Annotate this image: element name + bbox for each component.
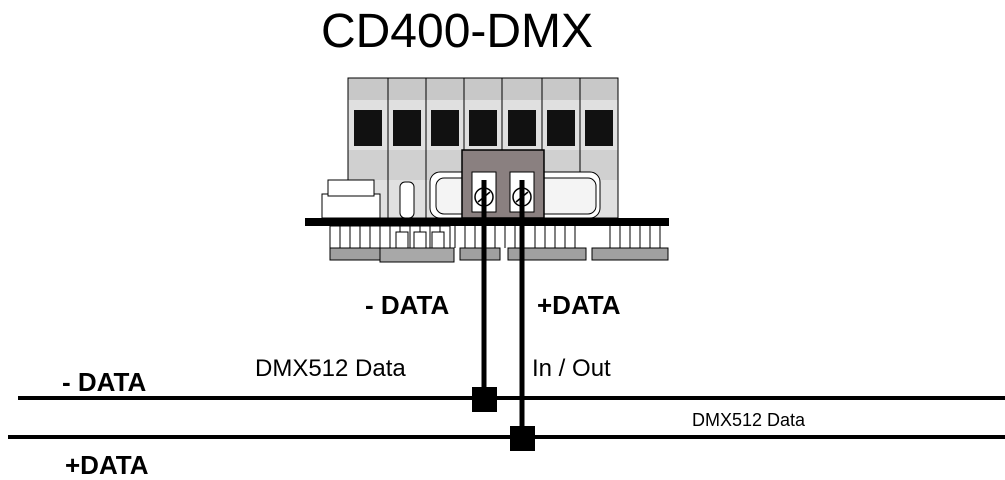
connector-gray	[379, 247, 455, 263]
component-box	[327, 179, 375, 197]
module-window	[393, 110, 421, 146]
module-window	[431, 110, 459, 146]
label-plus-data-line: +DATA	[65, 450, 149, 480]
capacitor	[399, 181, 415, 219]
component-box	[321, 193, 381, 219]
label-plus-data-wire: +DATA	[537, 290, 621, 320]
junction-plus-data	[510, 426, 535, 451]
module-window	[585, 110, 613, 146]
module-window	[354, 110, 382, 146]
module-window	[508, 110, 536, 146]
label-in-out: In / Out	[532, 355, 611, 382]
connector-gray	[507, 247, 587, 261]
connector-gray	[459, 247, 501, 261]
label-dmx512-data-line: DMX512 Data	[692, 410, 806, 430]
module-window	[469, 110, 497, 146]
pcb-board	[305, 218, 669, 226]
connector-gray	[591, 247, 669, 261]
module-window	[547, 110, 575, 146]
label-minus-data-wire: - DATA	[365, 290, 450, 320]
connector-pins	[329, 225, 669, 263]
junction-minus-data	[472, 387, 497, 412]
terminal-block	[461, 149, 545, 219]
label-minus-data-line: - DATA	[62, 367, 147, 397]
label-dmx512-data: DMX512 Data	[255, 355, 406, 382]
diagram-title: CD400-DMX	[320, 5, 594, 58]
connector-gray	[329, 247, 381, 261]
